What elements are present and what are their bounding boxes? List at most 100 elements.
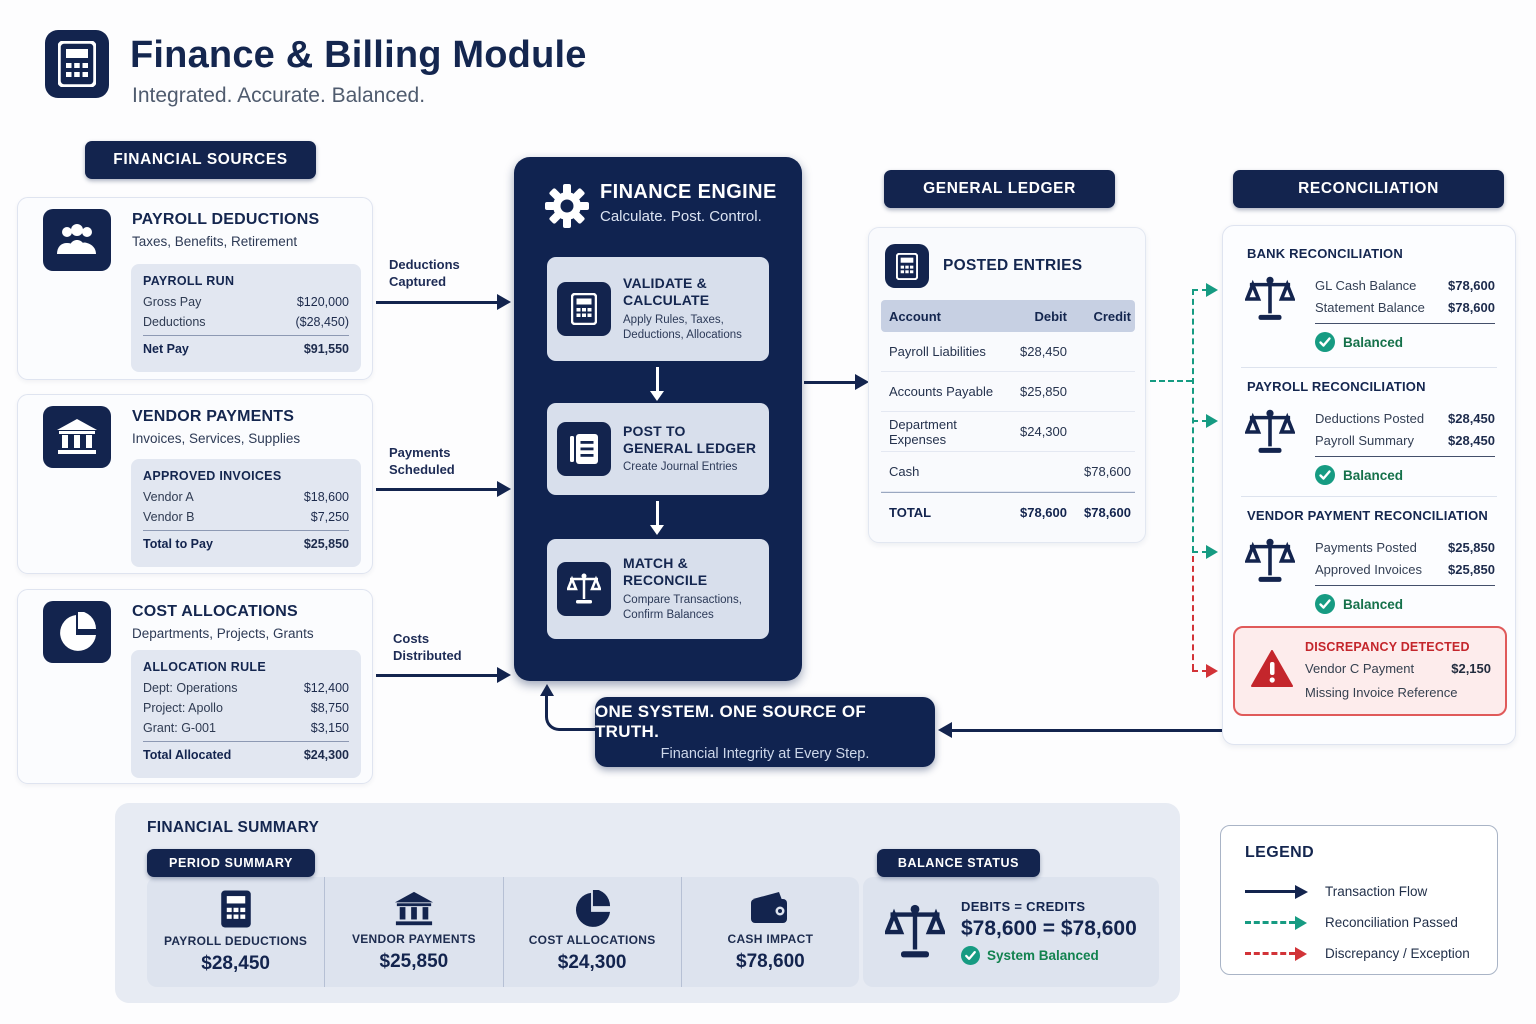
divider	[1315, 323, 1495, 324]
total-row: Net Pay$91,550	[143, 342, 349, 356]
transaction-flow-arrow	[376, 488, 498, 491]
recon-row: Payments Posted$25,850	[1315, 540, 1495, 555]
allocation-rule-panel: ALLOCATION RULE Dept: Operations$12,400 …	[131, 650, 361, 778]
transaction-flow-arrow	[952, 729, 1222, 732]
card-title: VENDOR PAYMENTS	[132, 408, 295, 425]
payroll-deductions-card: PAYROLL DEDUCTIONS Taxes, Benefits, Reti…	[17, 197, 373, 380]
finance-engine-panel: FINANCE ENGINE Calculate. Post. Control.…	[514, 157, 802, 681]
calculator-icon	[557, 282, 611, 336]
bank-icon	[394, 891, 434, 927]
solid-arrow-icon	[1245, 884, 1311, 899]
step-desc: Compare Transactions, Confirm Balances	[623, 593, 742, 621]
arrowhead	[855, 374, 869, 390]
financial-sources-header: FINANCIAL SOURCES	[85, 141, 316, 179]
scales-icon	[1245, 409, 1295, 455]
data-row: Dept: Operations$12,400	[143, 681, 349, 695]
step-desc: Apply Rules, Taxes, Deductions, Allocati…	[623, 313, 742, 341]
discrepancy-note: Missing Invoice Reference	[1305, 685, 1458, 700]
down-arrow	[650, 501, 664, 535]
scales-icon	[885, 904, 945, 960]
scales-icon	[1245, 276, 1295, 322]
arrowhead-left	[938, 722, 952, 738]
summary-item-cost: COST ALLOCATIONS $24,300	[504, 877, 682, 987]
summary-item-cash: CASH IMPACT $78,600	[682, 877, 859, 987]
divider	[143, 335, 349, 336]
balanced-badge: Balanced	[1315, 465, 1403, 485]
data-row: Deductions($28,450)	[143, 315, 349, 329]
scales-icon	[557, 562, 611, 616]
general-ledger-header: GENERAL LEDGER	[884, 170, 1115, 208]
section-title: PAYROLL RECONCILIATION	[1247, 379, 1426, 394]
arrowhead	[497, 667, 511, 683]
step-title: POST TO GENERAL LEDGER	[623, 422, 757, 456]
banner-subtitle: Financial Integrity at Every Step.	[660, 746, 870, 762]
balanced-badge: Balanced	[1315, 332, 1403, 352]
check-circle-icon	[1315, 465, 1335, 485]
legend-item-reconciliation-passed: Reconciliation Passed	[1245, 915, 1458, 930]
calculator-icon	[885, 244, 929, 288]
table-row: Cash$78,600	[881, 452, 1135, 492]
page-title: Finance & Billing Module	[130, 34, 587, 76]
recon-row: Approved Invoices$25,850	[1315, 562, 1495, 577]
card-subtitle: Departments, Projects, Grants	[132, 626, 314, 641]
divider	[143, 741, 349, 742]
data-row: Project: Apollo$8,750	[143, 701, 349, 715]
wallet-icon	[749, 891, 791, 927]
system-balanced-badge: System Balanced	[961, 946, 1137, 965]
period-summary-badge: PERIOD SUMMARY	[147, 849, 315, 877]
discrepancy-line	[1192, 670, 1208, 672]
approved-invoices-panel: APPROVED INVOICES Vendor A$18,600 Vendor…	[131, 459, 361, 567]
step-title: MATCH & RECONCILE	[623, 555, 708, 589]
people-icon	[43, 209, 111, 271]
data-row: Grant: G-001$3,150	[143, 721, 349, 735]
data-row: Vendor A$18,600	[143, 490, 349, 504]
reconciliation-passed-line	[1192, 551, 1208, 553]
vendor-payments-card: VENDOR PAYMENTS Invoices, Services, Supp…	[17, 394, 373, 574]
section-divider	[1241, 367, 1497, 368]
discrepancy-line	[1192, 556, 1194, 670]
calculator-icon	[58, 41, 96, 87]
divider	[1315, 585, 1495, 586]
balanced-badge: Balanced	[1315, 594, 1403, 614]
payroll-run-panel: PAYROLL RUN Gross Pay$120,000 Deductions…	[131, 264, 361, 372]
feedback-loop-line	[545, 696, 595, 731]
scales-icon	[1245, 538, 1295, 584]
pie-chart-icon	[43, 601, 111, 663]
panel-title: PAYROLL RUN	[143, 274, 235, 288]
engine-step-reconcile: MATCH & RECONCILE Compare Transactions, …	[547, 539, 769, 639]
step-title: VALIDATE & CALCULATE	[623, 275, 710, 309]
balance-title: DEBITS = CREDITS	[961, 899, 1086, 914]
recon-row: Statement Balance$78,600	[1315, 300, 1495, 315]
check-circle-icon	[1315, 594, 1335, 614]
engine-step-validate: VALIDATE & CALCULATE Apply Rules, Taxes,…	[547, 257, 769, 361]
panel-title: ALLOCATION RULE	[143, 660, 267, 674]
page-subtitle: Integrated. Accurate. Balanced.	[132, 84, 426, 107]
green-dashed-arrow-icon	[1245, 915, 1311, 930]
recon-row: Deductions Posted$28,450	[1315, 411, 1495, 426]
pie-chart-icon	[573, 890, 611, 928]
legend-title: LEGEND	[1245, 844, 1315, 861]
warning-icon	[1251, 650, 1293, 688]
divider	[1315, 456, 1495, 457]
discrepancy-alert: DISCREPANCY DETECTED Vendor C Payment$2,…	[1233, 626, 1507, 716]
summary-item-vendor: VENDOR PAYMENTS $25,850	[325, 877, 504, 987]
card-subtitle: Invoices, Services, Supplies	[132, 431, 301, 446]
arrowhead	[497, 294, 511, 310]
arrowhead-up	[539, 684, 554, 696]
table-row: Accounts Payable$25,850	[881, 372, 1135, 412]
data-row: Gross Pay$120,000	[143, 295, 349, 309]
down-arrow	[650, 367, 664, 401]
recon-row: Payroll Summary$28,450	[1315, 433, 1495, 448]
financial-summary-panel: FINANCIAL SUMMARY PAYROLL DEDUCTIONS $28…	[115, 803, 1180, 1003]
section-title: BANK RECONCILIATION	[1247, 246, 1403, 261]
journal-icon	[557, 422, 611, 476]
divider	[143, 530, 349, 531]
total-row: Total Allocated$24,300	[143, 748, 349, 762]
check-circle-icon	[961, 946, 980, 965]
legend-item-discrepancy: Discrepancy / Exception	[1245, 946, 1470, 961]
engine-subtitle: Calculate. Post. Control.	[600, 208, 762, 225]
